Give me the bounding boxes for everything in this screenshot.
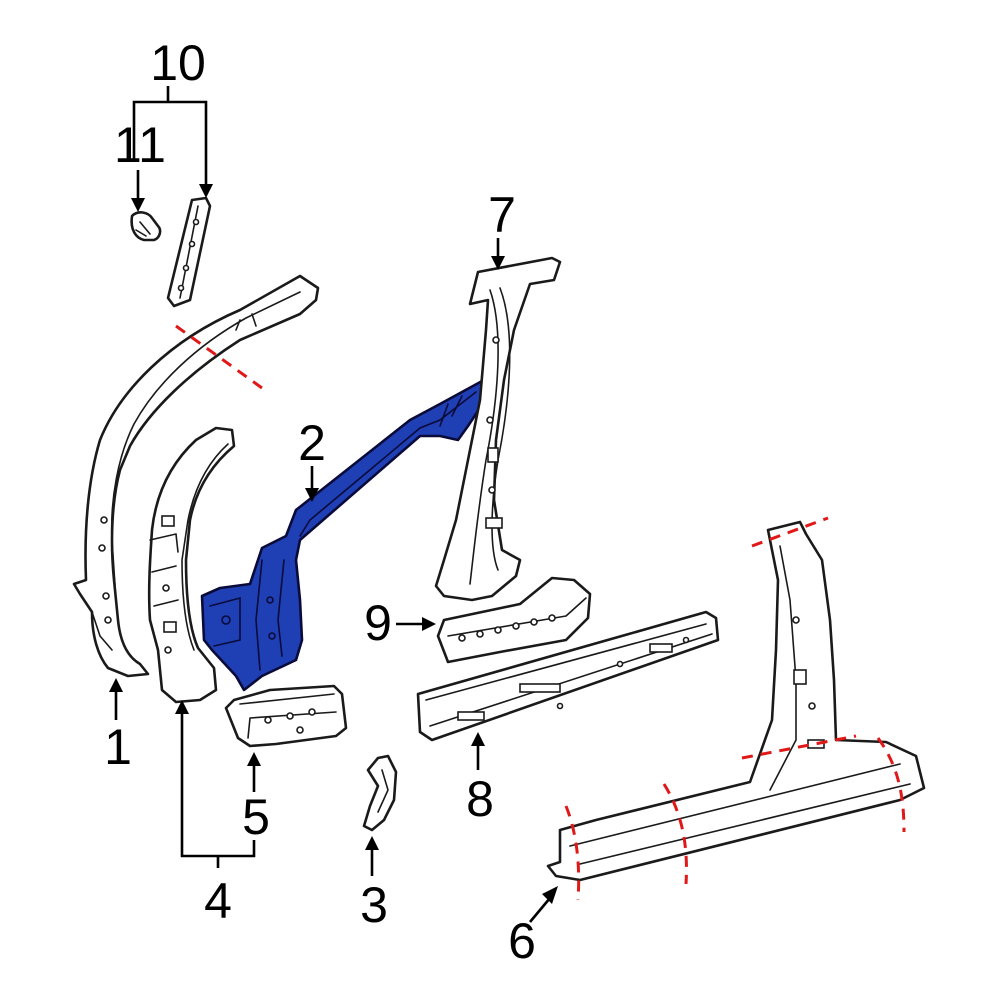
callout-8: 8 (466, 771, 494, 827)
cut-lines (175, 324, 906, 901)
callout-6: 6 (508, 913, 536, 969)
cut-line-pillar-top (751, 516, 829, 548)
callout-2: 2 (298, 415, 326, 471)
part-9-pillar-lower-reinforcement[interactable] (436, 576, 592, 664)
part-7-center-pillar[interactable] (434, 256, 562, 602)
callout-9: 9 (364, 595, 392, 651)
callout-numbers: 10 11 7 2 9 1 5 8 4 3 6 (104, 35, 536, 969)
part-2-reinforcement-highlighted[interactable] (200, 378, 492, 692)
callout-5: 5 (242, 789, 270, 845)
callout-7: 7 (488, 187, 516, 243)
part-3-gusset[interactable] (362, 754, 398, 832)
part-11-clip[interactable] (130, 211, 162, 242)
callout-10: 10 (150, 35, 206, 91)
part-6-rocker-outer[interactable] (546, 520, 926, 882)
callout-1: 1 (104, 719, 132, 775)
cut-line-pillar-base (741, 734, 857, 760)
part-10-bracket[interactable] (166, 196, 212, 308)
callout-4: 4 (204, 873, 232, 929)
part-5-lower-bracket[interactable] (224, 684, 348, 748)
part-4-front-pillar-inner[interactable] (147, 426, 236, 704)
part-8-rocker-inner[interactable] (416, 610, 720, 742)
callout-11: 11 (114, 117, 166, 173)
part-1-front-pillar-outer[interactable] (72, 274, 320, 678)
callout-3: 3 (360, 877, 388, 933)
cut-line-rocker-front (564, 805, 581, 901)
leader-lines (109, 86, 558, 923)
